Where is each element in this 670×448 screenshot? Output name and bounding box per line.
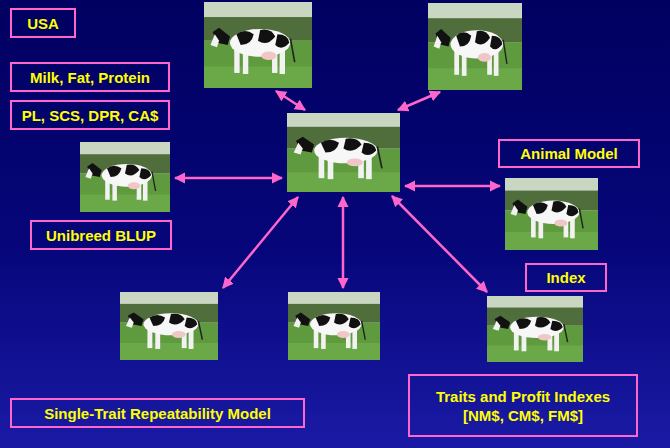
box-label: PL, SCS, DPR, CA$: [22, 106, 159, 125]
box-label: Unibreed BLUP: [46, 226, 156, 245]
label-box: PL, SCS, DPR, CA$: [10, 100, 170, 130]
cow-photo: [80, 2, 598, 362]
label-box: Index: [525, 263, 607, 292]
box-label: Single-Trait Repeatability Model: [44, 404, 271, 423]
label-box: USA: [10, 8, 76, 38]
label-box: Single-Trait Repeatability Model: [10, 398, 305, 428]
label-box: Traits and Profit Indexes [NM$, CM$, FM$…: [408, 374, 638, 437]
label-box: Animal Model: [498, 139, 640, 168]
label-box: Milk, Fat, Protein: [10, 62, 170, 92]
box-label: Milk, Fat, Protein: [30, 68, 150, 87]
label-box: Unibreed BLUP: [30, 220, 172, 250]
double-arrow: [175, 91, 500, 292]
box-label: Animal Model: [520, 144, 618, 163]
box-label: USA: [27, 14, 59, 33]
box-label: Traits and Profit Indexes [NM$, CM$, FM$…: [418, 387, 628, 425]
box-label: Index: [546, 268, 585, 287]
